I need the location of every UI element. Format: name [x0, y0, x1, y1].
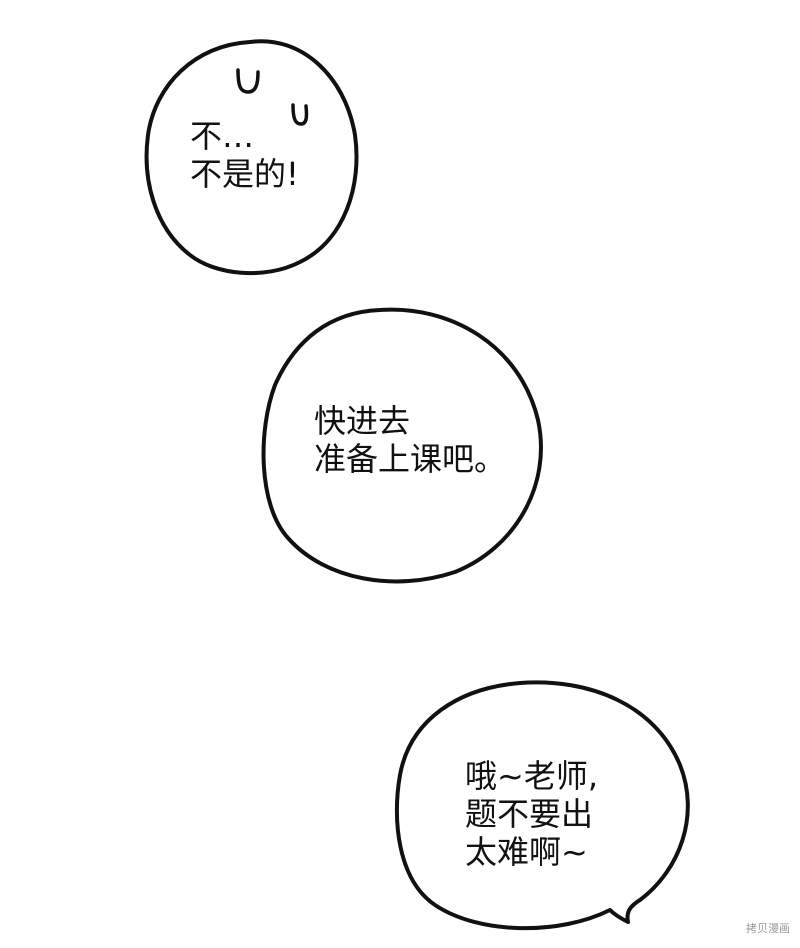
bubble-1-line-2: 不是的! — [190, 155, 299, 193]
eye-mark-icon — [236, 68, 260, 94]
bubble-1-text: 不… 不是的! — [190, 117, 299, 193]
bubble-3-line-3: 太难啊~ — [465, 833, 588, 871]
speech-bubble-3 — [394, 680, 690, 931]
speech-bubble-1 — [144, 39, 359, 276]
bubble-1-line-1: 不… — [190, 117, 255, 155]
bubble-2-line-2: 准备上课吧。 — [314, 440, 507, 478]
bubble-2-line-1: 快进去 — [314, 402, 411, 440]
bubble-3-line-2: 题不要出 — [465, 795, 594, 833]
bubble-3-text: 哦~老师, 题不要出 太难啊~ — [465, 757, 598, 871]
watermark: 拷贝漫画 — [746, 922, 790, 935]
bubble-3-line-1: 哦~老师, — [465, 757, 598, 795]
bubble-2-text: 快进去 准备上课吧。 — [314, 402, 506, 478]
speech-bubble-2 — [261, 307, 543, 584]
eye-mark-icon — [291, 103, 309, 126]
